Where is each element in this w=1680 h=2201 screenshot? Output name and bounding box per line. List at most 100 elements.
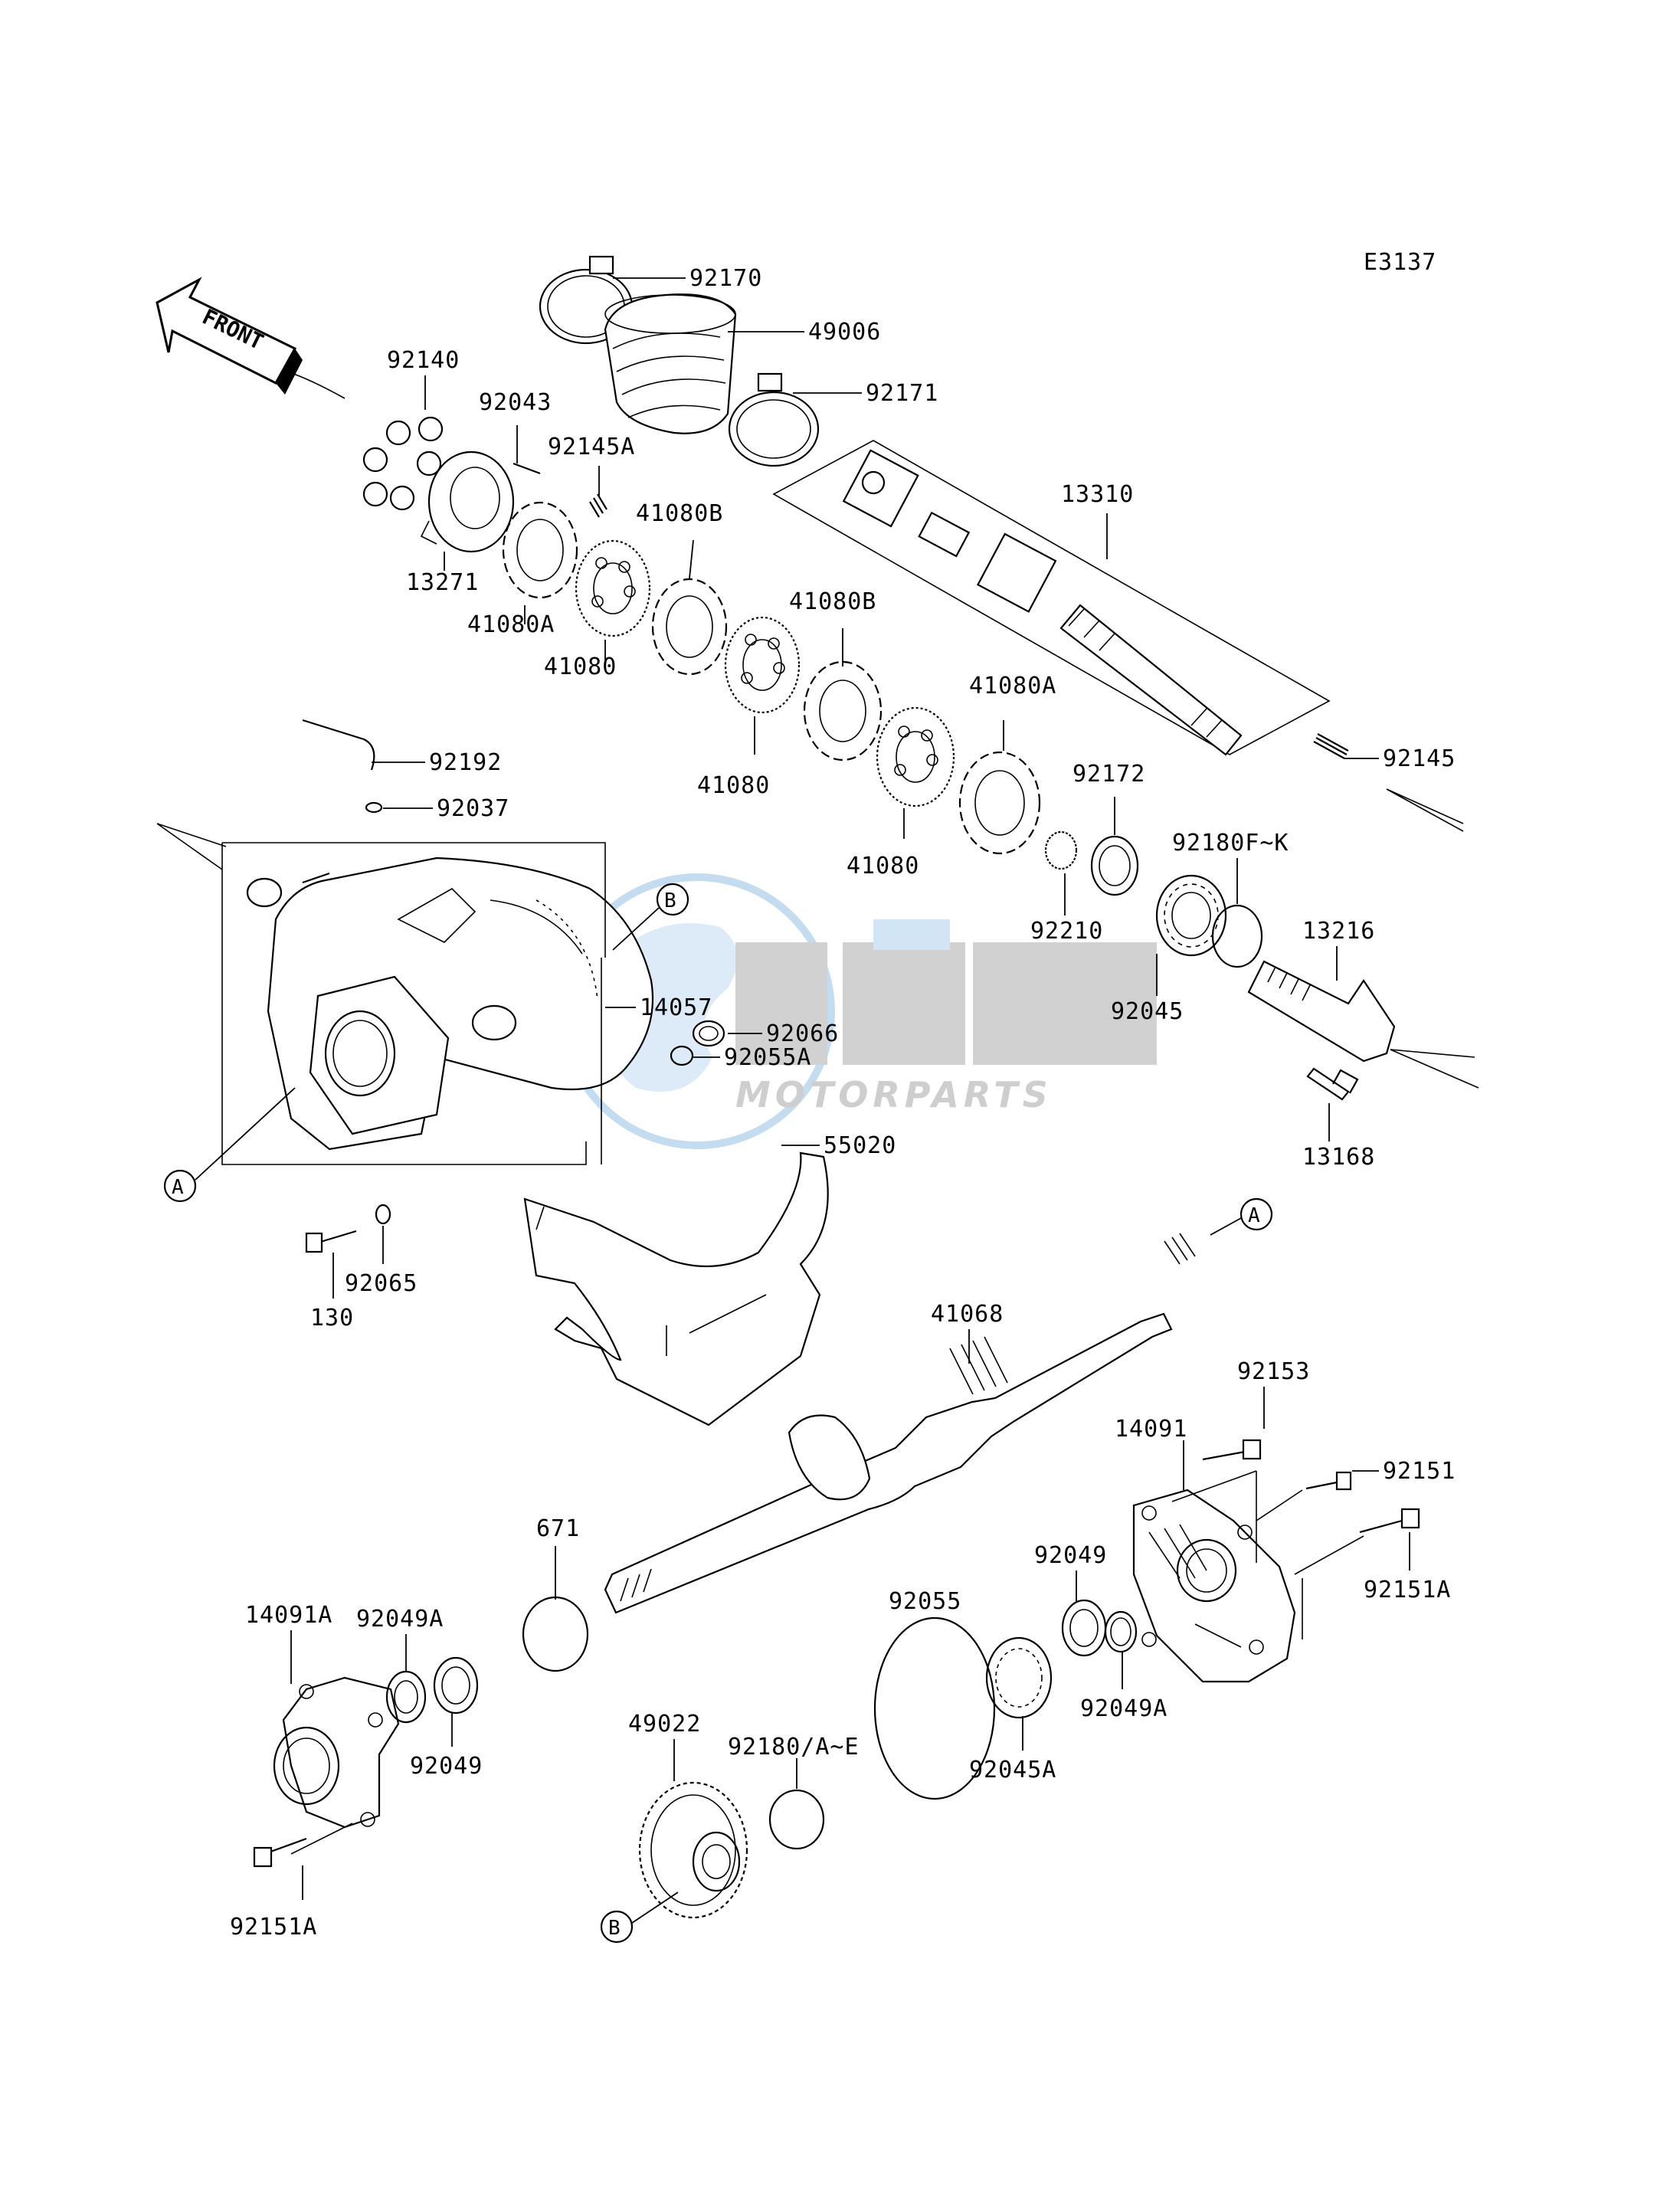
- label-41080-1: 41080: [544, 653, 617, 680]
- guide-arrow-13216: [1390, 1049, 1479, 1089]
- spring-92145: [1313, 733, 1349, 759]
- clamp-92037: [365, 801, 383, 814]
- oil-seal-92210: [1044, 830, 1078, 870]
- svg-text:B: B: [608, 1917, 621, 1940]
- label-92049-left: 92049: [410, 1753, 483, 1780]
- label-14091A: 14091A: [245, 1602, 332, 1629]
- label-92151: 92151: [1383, 1458, 1456, 1485]
- label-41080-2: 41080: [697, 772, 770, 799]
- label-92049A-left: 92049A: [356, 1606, 444, 1633]
- left-housing-leader: [290, 1823, 353, 1855]
- label-14057: 14057: [640, 994, 712, 1021]
- label-92145: 92145: [1383, 745, 1456, 772]
- shim-92180: [1211, 904, 1263, 968]
- housing-bolt-leaders: [1171, 1470, 1364, 1639]
- label-13216: 13216: [1302, 918, 1375, 945]
- stud-13168: [1306, 1067, 1359, 1101]
- pinion-gear-13216: [1247, 960, 1396, 1063]
- label-671: 671: [536, 1515, 580, 1542]
- label-41080-3: 41080: [847, 853, 919, 879]
- label-13168: 13168: [1302, 1144, 1375, 1171]
- shim-92180-A-E: [768, 1789, 825, 1850]
- label-130: 130: [310, 1305, 354, 1331]
- bearing-92045A: [985, 1636, 1053, 1719]
- boot-clamp-92171: [728, 372, 820, 467]
- bearing-housing-14091: [1132, 1489, 1296, 1683]
- pin-92043: [513, 462, 541, 475]
- label-92043: 92043: [479, 389, 552, 416]
- label-92065: 92065: [345, 1270, 418, 1297]
- label-92045A: 92045A: [969, 1757, 1056, 1783]
- label-13310: 13310: [1061, 481, 1134, 508]
- label-92172: 92172: [1073, 761, 1145, 788]
- label-41080B-2: 41080B: [789, 588, 876, 615]
- spring-92145A: [589, 493, 607, 518]
- dust-boot-49006: [604, 293, 737, 434]
- label-92210: 92210: [1030, 918, 1103, 945]
- cam-plate-13271: [420, 450, 515, 553]
- drive-shaft-assembly-13310: [772, 440, 1331, 756]
- o-ring-92055A: [670, 1045, 694, 1066]
- seal-92049A-right: [1104, 1610, 1138, 1653]
- label-14091: 14091: [1115, 1416, 1187, 1443]
- bolt-92153: [1202, 1439, 1262, 1461]
- label-92140: 92140: [387, 347, 460, 374]
- bracket-55020: [523, 1151, 829, 1426]
- guide-arrow-92145: [1386, 788, 1464, 832]
- label-49022: 49022: [628, 1711, 701, 1738]
- housing-guide-lines: [156, 823, 227, 870]
- label-92180F-K: 92180F~K: [1172, 830, 1289, 856]
- clutch-plate-41080A-left: [502, 501, 578, 599]
- callout-b-gear: B: [600, 1910, 634, 1944]
- label-92151A-left: 92151A: [230, 1914, 317, 1941]
- part-labels: 92170 49006 92171 92140 92043 92145A 133…: [230, 265, 1456, 1941]
- label-92066: 92066: [766, 1020, 839, 1047]
- label-92180-A-E: 92180/A~E: [728, 1734, 860, 1760]
- differential-case-14057: [267, 856, 654, 1151]
- callout-b-top: B: [656, 883, 689, 916]
- washer-92065: [375, 1204, 391, 1225]
- callout-a-shaft: A: [1240, 1197, 1273, 1231]
- callout-a-left: A: [163, 1169, 197, 1203]
- label-92045: 92045: [1111, 998, 1184, 1025]
- svg-text:B: B: [664, 889, 676, 912]
- oil-seal-92049-right: [1061, 1599, 1107, 1657]
- friction-disc-41080-2: [724, 616, 801, 714]
- clutch-plate-41080A-right: [958, 751, 1041, 855]
- pin-left-housing: [302, 872, 330, 884]
- label-92055A: 92055A: [724, 1044, 811, 1071]
- svg-text:A: A: [172, 1176, 184, 1199]
- label-92151A-right: 92151A: [1364, 1577, 1451, 1603]
- plug-92066: [692, 1020, 725, 1047]
- breather-hose-92192: [302, 719, 375, 771]
- label-92145A: 92145A: [548, 434, 635, 460]
- label-92055: 92055: [889, 1588, 961, 1615]
- label-92171: 92171: [866, 380, 938, 407]
- label-41080A-2: 41080A: [969, 673, 1056, 699]
- seal-92172: [1090, 835, 1139, 896]
- clutch-plate-41080B-1: [651, 578, 728, 676]
- seal-left-housing: [246, 877, 283, 908]
- friction-disc-41080-3: [876, 706, 955, 807]
- bolt-92151A-left: [253, 1837, 307, 1868]
- axle-shaft-41068: [604, 1233, 1196, 1614]
- steel-balls-92140: [362, 416, 444, 511]
- label-41080A-1: 41080A: [467, 611, 555, 638]
- label-41068: 41068: [931, 1301, 1004, 1328]
- bolt-130: [305, 1230, 357, 1253]
- label-55020: 55020: [824, 1132, 896, 1159]
- label-49006: 49006: [808, 319, 881, 346]
- label-92049A-right: 92049A: [1080, 1695, 1167, 1722]
- housing-frame-lines: [221, 842, 606, 1165]
- label-92192: 92192: [429, 749, 502, 776]
- ball-bearing-92045: [1155, 874, 1227, 957]
- label-41080B-1: 41080B: [636, 500, 723, 527]
- diagram-code: E3137: [1364, 249, 1436, 276]
- label-92049-right: 92049: [1034, 1542, 1107, 1569]
- friction-disc-41080-1: [575, 539, 651, 637]
- label-13271: 13271: [406, 569, 479, 596]
- guide-arrow-front: [287, 371, 345, 399]
- bearing-housing-14091A: [273, 1676, 400, 1829]
